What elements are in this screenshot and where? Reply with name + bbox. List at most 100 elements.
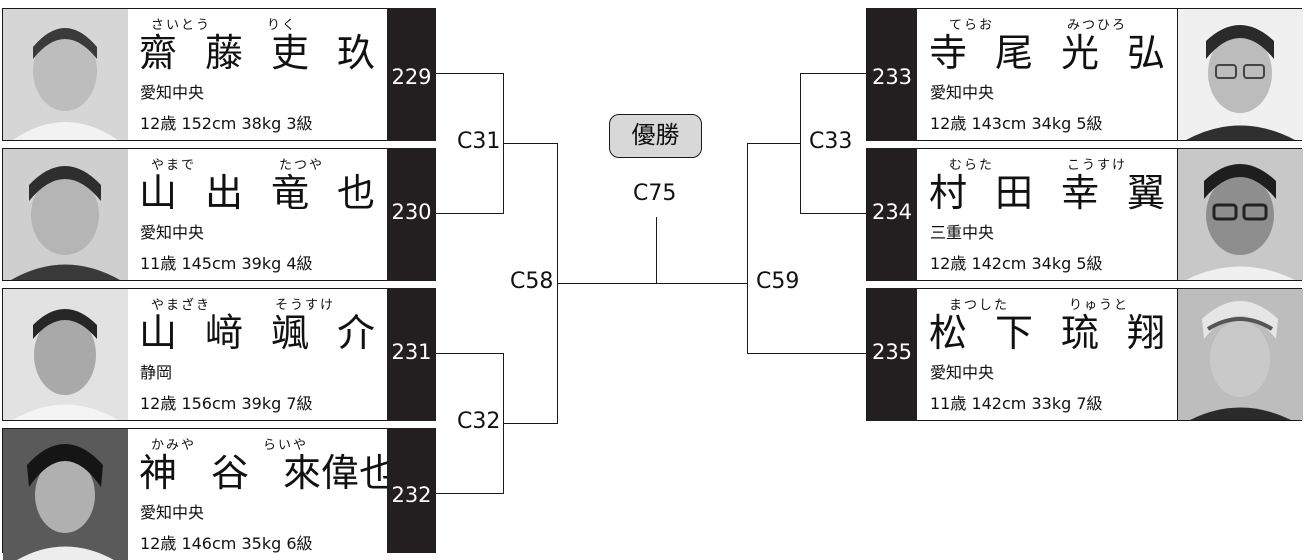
player-name: 山 﨑 颯 介: [139, 311, 375, 355]
furigana-given: たつや: [279, 158, 325, 173]
number-box: 232: [387, 428, 436, 553]
match-label-c59: C59: [756, 269, 800, 294]
entry-number: 229: [391, 65, 432, 89]
name-char: 颯: [270, 311, 309, 355]
name-char: 吏: [270, 31, 309, 75]
match-label-final: C75: [633, 181, 677, 206]
furigana-family: かみや: [151, 438, 197, 453]
player-card-231: やまざき そうすけ 山 﨑 颯 介 静岡 12歳 156cm 39kg 7級 2…: [2, 288, 436, 421]
name-char: 山: [139, 311, 178, 355]
club-name: 静岡: [140, 363, 173, 382]
player-name: 松 下 琉 翔: [929, 311, 1165, 355]
entry-number: 230: [391, 200, 432, 224]
bracket-line: [656, 217, 657, 284]
name-char: 光: [1060, 31, 1099, 75]
club-name: 三重中央: [930, 223, 995, 242]
number-box: 234: [867, 148, 917, 281]
name-char: 弘: [1126, 31, 1165, 75]
photo-portrait: [3, 9, 128, 140]
name-char: 琉: [1060, 311, 1099, 355]
player-stats: 12歳 152cm 38kg 3級: [140, 114, 313, 133]
club-name: 愛知中央: [140, 83, 205, 102]
club-name: 愛知中央: [140, 223, 205, 242]
name-char: 偉: [321, 451, 360, 495]
player-stats: 12歳 143cm 34kg 5級: [930, 114, 1103, 133]
bracket-line: [436, 213, 504, 214]
player-info: さいとう りく 齋 藤 吏 玖 愛知中央 12歳 152cm 38kg 3級: [129, 9, 387, 140]
furigana-family: まつした: [949, 298, 1010, 313]
name-char: 玖: [336, 31, 375, 75]
boy-portrait-icon: [3, 289, 128, 420]
player-name: 齋 藤 吏 玖: [139, 31, 375, 75]
champion-badge: 優勝: [609, 114, 702, 158]
name-char: 村: [929, 171, 968, 215]
name-char: 出: [204, 171, 243, 215]
boy-portrait-icon: [3, 149, 128, 280]
player-info: かみや らいや 神 谷 來 偉 也 愛知中央 12歳 146cm 35kg 6級: [129, 429, 397, 560]
player-stats: 11歳 142cm 33kg 7級: [930, 394, 1103, 413]
name-char: 尾: [994, 31, 1033, 75]
number-box: 230: [387, 148, 436, 281]
player-card-233: 233 てらお みつひろ 寺 尾 光 弘 愛知中央 12歳 143cm 34kg…: [866, 8, 1303, 141]
player-info: やまで たつや 山 出 竜 也 愛知中央 11歳 145cm 39kg 4級: [129, 149, 387, 280]
furigana-family: やまざき: [151, 298, 212, 313]
photo-portrait: [3, 149, 128, 280]
name-char: 藤: [204, 31, 243, 75]
club-name: 愛知中央: [930, 83, 995, 102]
player-info: まつした りゅうと 松 下 琉 翔 愛知中央 11歳 142cm 33kg 7級: [919, 289, 1177, 420]
match-label-c58: C58: [510, 269, 554, 294]
name-char: 田: [994, 171, 1033, 215]
bracket-line: [800, 73, 866, 74]
boy-portrait-icon: [1177, 289, 1303, 420]
player-card-234: 234 むらた こうすけ 村 田 幸 翼 三重中央 12歳 142cm 34kg…: [866, 148, 1303, 281]
bracket-line: [747, 143, 748, 354]
match-label-c31: C31: [457, 129, 501, 154]
photo-portrait: [1178, 149, 1303, 280]
player-info: むらた こうすけ 村 田 幸 翼 三重中央 12歳 142cm 34kg 5級: [919, 149, 1177, 280]
player-name: 寺 尾 光 弘: [929, 31, 1165, 75]
match-label-c32: C32: [457, 409, 501, 434]
bracket-line: [800, 213, 866, 214]
number-box: 231: [387, 288, 436, 421]
entry-number: 232: [391, 483, 432, 507]
name-char: 寺: [929, 31, 968, 75]
photo-portrait: [3, 429, 128, 560]
player-card-235: 235 まつした りゅうと 松 下 琉 翔 愛知中央 11歳 142cm 33k…: [866, 288, 1303, 421]
player-name: 神 谷 來 偉 也: [139, 451, 397, 495]
entry-number: 234: [871, 200, 913, 224]
bracket-line: [747, 353, 866, 354]
furigana-given: りく: [267, 18, 298, 33]
name-char: 﨑: [204, 311, 243, 355]
bracket-line: [557, 283, 657, 284]
furigana-given: りゅうと: [1069, 298, 1130, 313]
name-char: 介: [336, 311, 375, 355]
player-stats: 12歳 146cm 35kg 6級: [140, 534, 313, 553]
boy-portrait-glasses-icon: [1177, 9, 1303, 140]
player-stats: 12歳 156cm 39kg 7級: [140, 394, 313, 413]
photo-portrait: [1178, 9, 1303, 140]
bracket-line: [503, 143, 558, 144]
name-char: 翔: [1126, 311, 1165, 355]
photo-portrait: [3, 289, 128, 420]
name-char: 谷: [211, 451, 250, 495]
player-card-232: かみや らいや 神 谷 來 偉 也 愛知中央 12歳 146cm 35kg 6級…: [2, 428, 436, 560]
boy-portrait-icon: [3, 9, 128, 140]
number-box: 229: [387, 8, 436, 141]
furigana-given: そうすけ: [275, 298, 336, 313]
photo-portrait: [1178, 289, 1303, 420]
bracket-line: [436, 73, 504, 74]
name-char: 齋: [139, 31, 178, 75]
furigana-family: やまで: [151, 158, 197, 173]
bracket-line: [436, 493, 504, 494]
entry-number: 231: [391, 340, 432, 364]
bracket-line: [503, 423, 558, 424]
club-name: 愛知中央: [930, 363, 995, 382]
club-name: 愛知中央: [140, 503, 205, 522]
boy-portrait-icon: [3, 429, 128, 560]
number-box: 235: [867, 288, 917, 421]
furigana-given: みつひろ: [1067, 18, 1128, 33]
player-stats: 12歳 142cm 34kg 5級: [930, 254, 1103, 273]
player-card-230: やまで たつや 山 出 竜 也 愛知中央 11歳 145cm 39kg 4級 2…: [2, 148, 436, 281]
name-char: 神: [139, 451, 178, 495]
furigana-family: てらお: [949, 18, 995, 33]
